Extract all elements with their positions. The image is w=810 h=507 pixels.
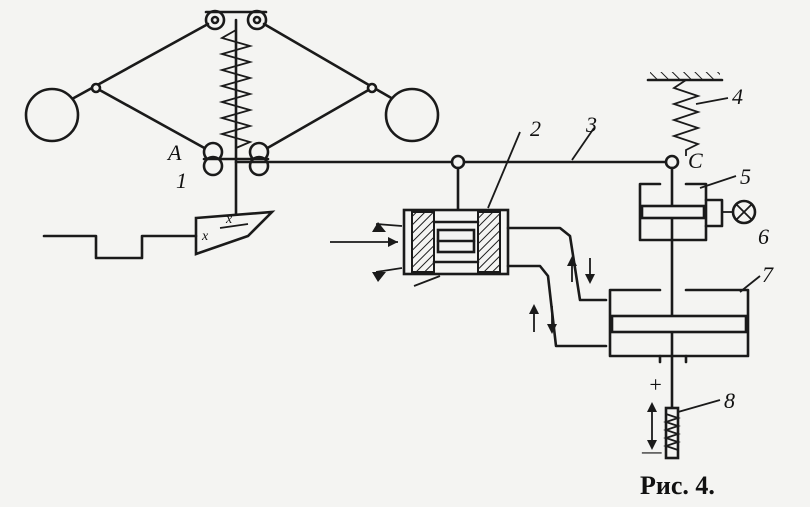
label-2: 2 <box>530 116 541 141</box>
governor-spring <box>218 29 254 149</box>
figure-caption: Рис. 4. <box>640 471 715 500</box>
piston-7 <box>610 314 748 334</box>
piston-5 <box>640 204 706 220</box>
top-pulleys <box>204 9 268 31</box>
ground-hatch <box>650 72 720 80</box>
spool-valve-2: 2 <box>330 116 541 287</box>
sign-minus: — <box>641 438 662 463</box>
cam-wedge <box>194 210 276 256</box>
label-6: 6 <box>758 224 769 249</box>
output-8: 8 + — <box>641 372 735 463</box>
spring-coils <box>671 79 701 156</box>
label-5: 5 <box>740 164 751 189</box>
cylinder-7: 7 <box>608 262 774 364</box>
label-3: 3 <box>585 112 597 137</box>
label-8: 8 <box>724 388 735 413</box>
flyball-left <box>24 87 80 143</box>
cam-x-left: x <box>201 229 209 244</box>
label-7: 7 <box>762 262 774 287</box>
cylinder-5: 5 6 <box>638 164 769 249</box>
hydraulic-lines <box>506 226 608 348</box>
label-1: 1 <box>176 168 187 193</box>
input-signal-waveform <box>42 234 198 260</box>
label-point-c: C <box>688 148 703 173</box>
cam-drive: x x <box>42 210 276 260</box>
centrifugal-governor: A 1 <box>24 9 440 232</box>
cam-x-right: x <box>225 212 233 227</box>
lever-3: C 3 <box>234 112 703 173</box>
fulcrum-c <box>664 154 680 170</box>
lever-joint <box>450 154 466 170</box>
label-4: 4 <box>732 84 743 109</box>
spring-4: 4 <box>646 72 743 156</box>
sign-plus: + <box>648 372 663 397</box>
sliding-sleeve <box>202 141 270 177</box>
label-point-a: A <box>166 140 182 165</box>
flyball-right <box>384 87 440 143</box>
governor-arms <box>50 22 414 152</box>
